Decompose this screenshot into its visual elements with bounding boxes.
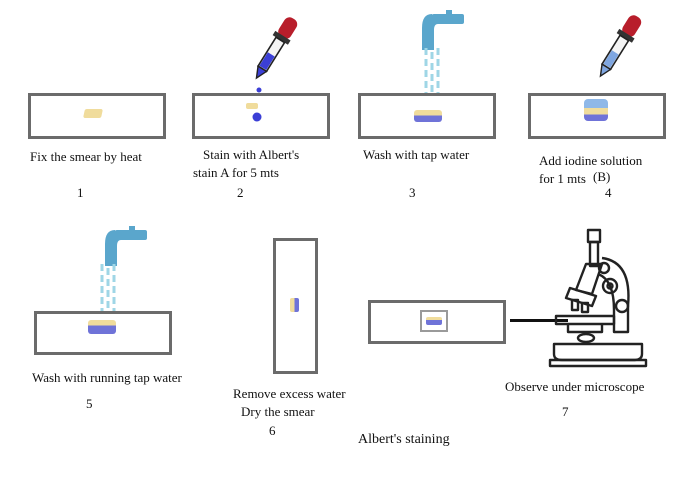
step-4-reagent-marker: (B) <box>593 169 611 184</box>
step-6-label-line-2: Dry the smear <box>241 404 315 419</box>
step-4-label-line-2: for 1 mts <box>539 171 586 186</box>
diagram-title: Albert's staining <box>358 432 450 447</box>
step-5-number: 5 <box>86 396 93 411</box>
dropper-icon <box>599 15 642 78</box>
smear-step-2 <box>246 103 258 109</box>
microscope-icon <box>548 228 648 368</box>
step-2-label-line-2: stain A for 5 mts <box>193 165 279 180</box>
smear-step-6 <box>290 298 299 312</box>
step-6-number: 6 <box>269 423 276 438</box>
step-1-number: 1 <box>77 185 84 200</box>
viewing-area <box>420 310 448 332</box>
step-3-label: Wash with tap water <box>363 147 470 162</box>
tap-icon <box>105 226 147 266</box>
dropper-icon <box>255 17 298 100</box>
slide-step-1 <box>28 93 166 139</box>
step-7-number: 7 <box>562 404 569 419</box>
smear-step-5 <box>88 320 116 334</box>
step-1-label: Fix the smear by heat <box>30 149 142 164</box>
step-2-label-line-1: Stain with Albert's <box>203 147 300 162</box>
smear-step-1 <box>83 109 103 118</box>
stain-drop-icon <box>252 112 262 122</box>
step-5-label: Wash with running tap water <box>32 370 182 385</box>
pointer-line <box>510 319 568 322</box>
tap-icon <box>422 10 464 50</box>
step-3-number: 3 <box>409 185 416 200</box>
step-4-number: 4 <box>605 185 612 200</box>
smear-step-7 <box>426 317 442 325</box>
smear-step-4 <box>584 99 608 121</box>
smear-step-3 <box>414 110 442 122</box>
step-6-label-line-1: Remove excess water <box>233 386 346 401</box>
step-4-label-line-1: Add iodine solution <box>539 153 643 168</box>
step-7-label: Observe under microscope <box>505 379 645 394</box>
step-2-number: 2 <box>237 185 244 200</box>
slide-step-2 <box>192 93 330 139</box>
